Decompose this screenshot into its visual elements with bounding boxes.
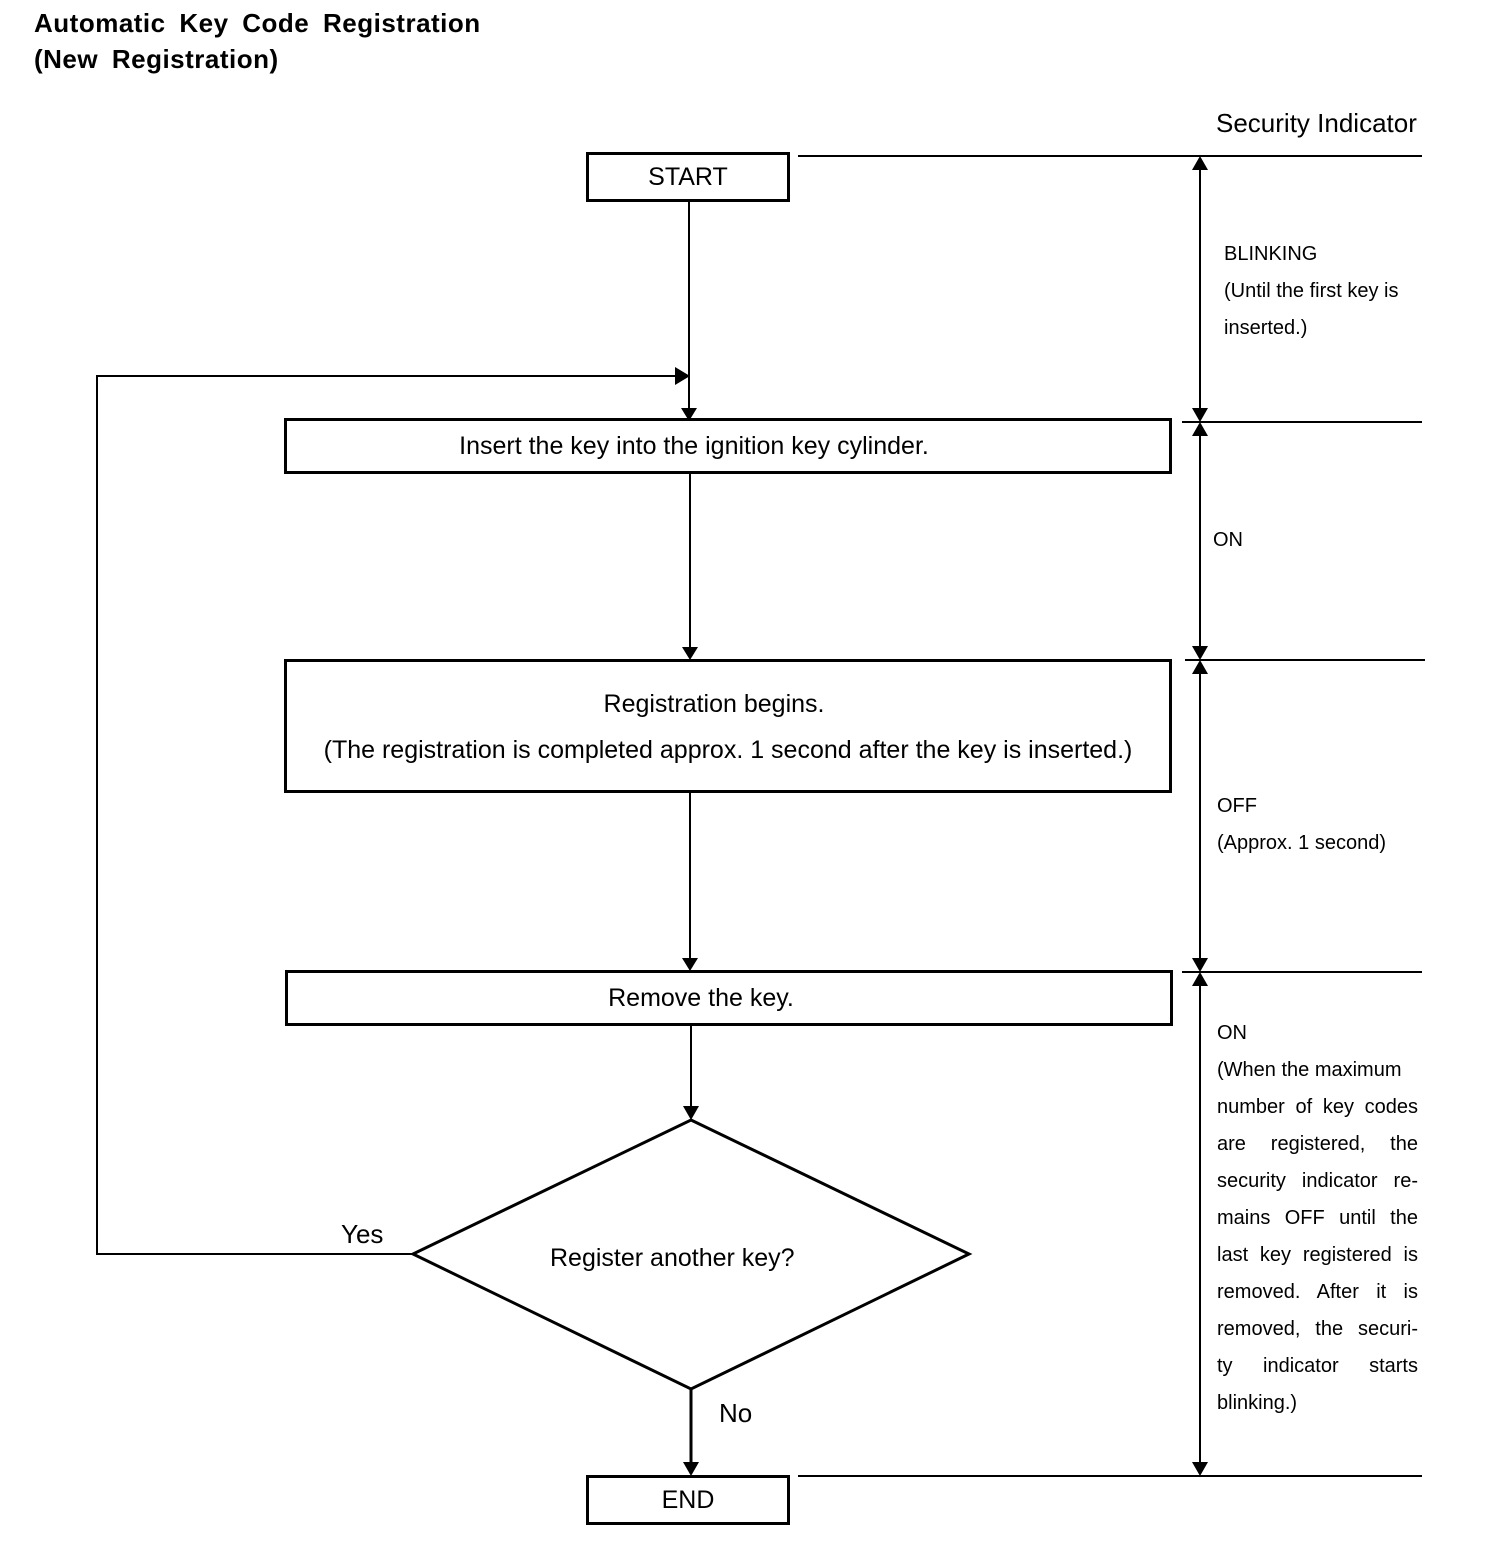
indicator-note-line: (When the maximum xyxy=(1217,1059,1402,1081)
end-label: END xyxy=(661,1485,715,1514)
indicator-note-line: security indicator re- xyxy=(1217,1170,1418,1192)
step-remove-key-label: Remove the key. xyxy=(608,983,794,1012)
arrowhead-end xyxy=(683,1462,699,1476)
indicator-arrow-on2-top xyxy=(1192,972,1208,986)
step-registration-note: (The registration is completed approx. 1… xyxy=(323,735,1133,764)
indicator-state-on-remove: ON (When the maximum number of key codes… xyxy=(1217,1015,1418,1422)
indicator-arrow-on1-bottom xyxy=(1192,646,1208,660)
indicator-arrow-off-top xyxy=(1192,660,1208,674)
indicator-state-label: OFF xyxy=(1217,795,1257,817)
step-insert-key-label: Insert the key into the ignition key cyl… xyxy=(459,431,929,460)
indicator-note-line: removed. After it is xyxy=(1217,1281,1418,1303)
start-terminal: START xyxy=(586,152,790,202)
indicator-note-line: ty indicator starts xyxy=(1217,1355,1418,1377)
indicator-note-line: (Approx. 1 second) xyxy=(1217,832,1386,854)
page-subtitle: (New Registration) xyxy=(34,44,279,74)
indicator-note-line: (Until the first key is xyxy=(1224,280,1399,302)
step-insert-key: Insert the key into the ignition key cyl… xyxy=(284,418,1172,474)
step-remove-key: Remove the key. xyxy=(285,970,1173,1026)
indicator-arrow-off-bottom xyxy=(1192,958,1208,972)
page-title: Automatic Key Code Registration xyxy=(34,8,481,38)
indicator-state-label: ON xyxy=(1213,529,1243,551)
indicator-arrow-on2-bottom xyxy=(1192,1462,1208,1476)
indicator-arrow-blinking-top xyxy=(1192,156,1208,170)
connector-yes-loop xyxy=(96,375,676,1255)
indicator-note-line: mains OFF until the xyxy=(1217,1207,1418,1229)
indicator-arrow-blinking-bottom xyxy=(1192,408,1208,422)
indicator-note-line: number of key codes xyxy=(1217,1096,1418,1118)
indicator-state-on-insert: ON xyxy=(1213,522,1243,559)
indicator-note-line: removed, the securi- xyxy=(1217,1318,1418,1340)
arrowhead-remove xyxy=(682,958,698,971)
arrowhead-register xyxy=(682,647,698,660)
indicator-note-line: last key registered is xyxy=(1217,1244,1418,1266)
arrowhead-loop xyxy=(675,367,690,385)
decision-label: Register another key? xyxy=(550,1244,795,1272)
indicator-note-line: blinking.) xyxy=(1217,1392,1298,1414)
indicator-state-label: BLINKING xyxy=(1224,243,1318,265)
indicator-column-header: Security Indicator xyxy=(1216,108,1417,138)
indicator-state-off: OFF (Approx. 1 second) xyxy=(1217,788,1386,862)
arrowhead-insert xyxy=(681,408,697,421)
arrowhead-decision xyxy=(683,1106,699,1120)
indicator-state-blinking: BLINKING (Until the first key is inserte… xyxy=(1224,236,1398,347)
indicator-note-line: inserted.) xyxy=(1224,317,1308,339)
end-terminal: END xyxy=(586,1475,790,1525)
step-registration-begins: Registration begins. (The registration i… xyxy=(284,659,1172,793)
no-branch-label: No xyxy=(719,1398,753,1428)
step-registration-label: Registration begins. xyxy=(603,689,825,718)
start-label: START xyxy=(648,162,728,191)
indicator-arrow-on1-top xyxy=(1192,422,1208,436)
indicator-state-label: ON xyxy=(1217,1022,1247,1044)
decision-diamond xyxy=(409,1118,973,1391)
yes-branch-label: Yes xyxy=(341,1219,384,1249)
indicator-note-line: are registered, the xyxy=(1217,1133,1418,1155)
